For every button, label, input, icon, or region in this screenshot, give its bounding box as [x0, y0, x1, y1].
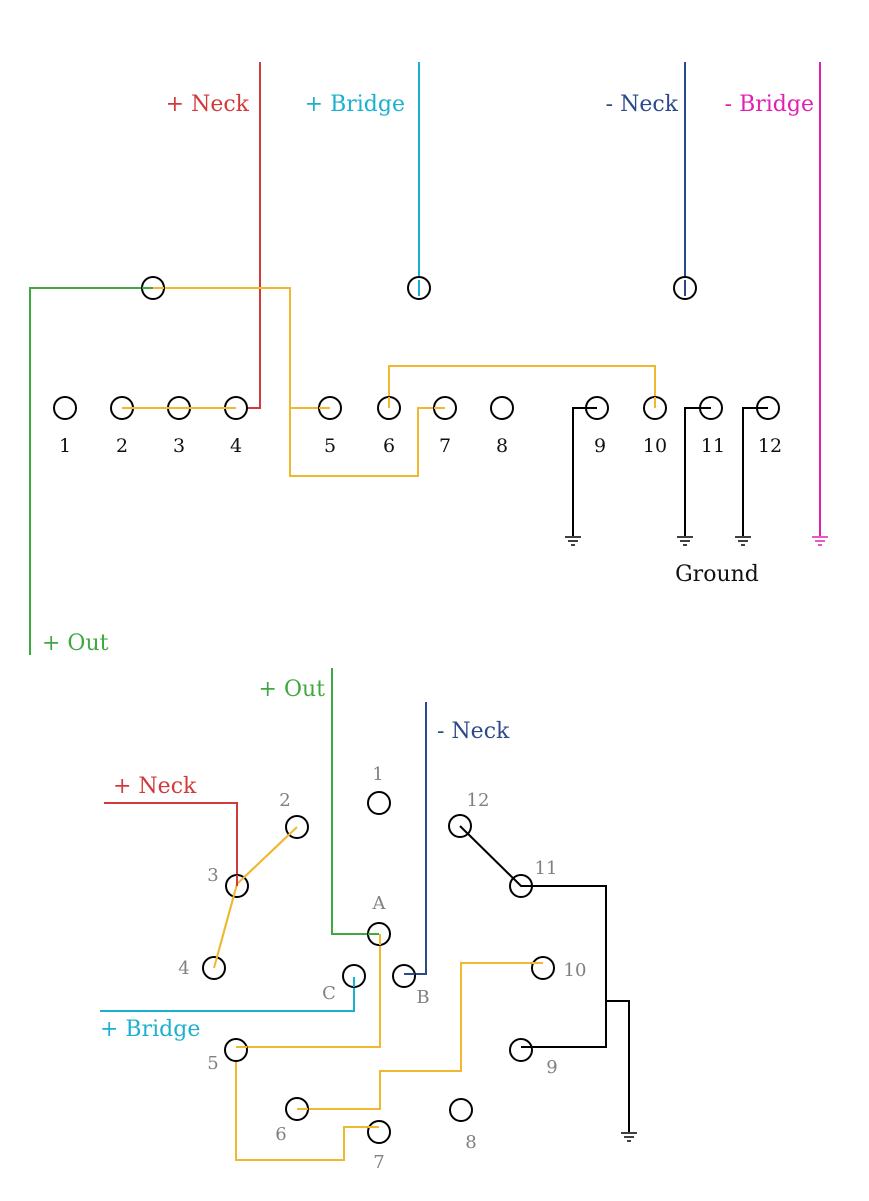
- lug-number: 7: [439, 435, 451, 457]
- lug-8: [490, 396, 514, 420]
- lug-1: [367, 791, 391, 815]
- center-label-B: B: [416, 987, 429, 1008]
- lug-8: [449, 1098, 473, 1122]
- ground-symbol-icon: [677, 536, 693, 546]
- lug-number: 6: [383, 435, 395, 457]
- lug-10: [531, 956, 555, 980]
- label-out-positive: + Out: [42, 631, 109, 656]
- lug-B: [392, 964, 416, 988]
- label-out-positive: + Out: [259, 677, 326, 702]
- jumper-6-10: [297, 962, 543, 1110]
- lug-number: 9: [594, 435, 606, 457]
- wire-out-positive: [29, 287, 153, 655]
- lug-1: [53, 396, 77, 420]
- wire-neck-positive: [104, 802, 238, 884]
- wire-neck-negative: [404, 702, 427, 975]
- lug-number: 12: [467, 790, 490, 811]
- lug-number: 4: [230, 435, 242, 457]
- lug-number: 12: [758, 435, 782, 457]
- lug-number: 11: [701, 435, 725, 457]
- label-bridge-negative: - Bridge: [725, 92, 814, 117]
- ground-lead-9: [572, 407, 597, 536]
- label-neck-positive: + Neck: [166, 92, 250, 117]
- ground-lead-12-11: [459, 825, 522, 887]
- lug-number: 3: [207, 865, 218, 886]
- lug-number: 10: [643, 435, 667, 457]
- wire-out-positive: [331, 668, 379, 935]
- lug-number: 8: [465, 1132, 476, 1153]
- label-neck-positive: + Neck: [113, 774, 197, 799]
- lug-number: 6: [275, 1124, 286, 1145]
- lug-5: [224, 1038, 248, 1062]
- lug-9: [509, 1038, 533, 1062]
- ground-bus: [521, 885, 630, 1132]
- label-bridge-positive: + Bridge: [100, 1017, 200, 1042]
- wire-bridge-positive: [100, 977, 355, 1012]
- lug-number: 1: [59, 435, 71, 457]
- ground-lead-11: [684, 407, 711, 536]
- jumper-overlay: [213, 826, 298, 969]
- lug-number: 3: [173, 435, 185, 457]
- bottom-switch-diagram: 1 2 3 4 5 6 7 8 9 10 11 12 A B C + Out -…: [100, 668, 637, 1173]
- label-ground: Ground: [675, 562, 759, 587]
- lug-number: 1: [372, 764, 383, 785]
- jumper-A-5-7: [235, 934, 381, 1161]
- ground-symbol-icon: [565, 536, 581, 546]
- ground-symbol-icon: [812, 536, 828, 546]
- jumper-2-3-4: [213, 826, 298, 969]
- jumper-6-10: [388, 365, 656, 408]
- lug-number: 7: [373, 1152, 384, 1173]
- lug-number: 8: [496, 435, 508, 457]
- ground-symbol-icon: [621, 1132, 637, 1142]
- top-switch-diagram: 1 2 3 4 5 6 7 8 9 10 11 12 + Neck + Brid…: [29, 62, 828, 656]
- ground-lead-ends: [459, 825, 532, 1048]
- center-label-A: A: [372, 893, 387, 914]
- jumper-top-to-5-7: [153, 287, 445, 477]
- center-label-C: C: [322, 983, 336, 1004]
- lug-number: 11: [535, 858, 558, 879]
- label-neck-negative: - Neck: [606, 92, 679, 117]
- lug-number: 5: [324, 435, 336, 457]
- lug-number: 9: [546, 1057, 557, 1078]
- lug-7: [367, 1120, 391, 1144]
- ground-lead-12: [742, 407, 768, 536]
- jumper-ends: [236, 934, 543, 1128]
- jumper-overlay: [122, 287, 236, 409]
- lug-number: 5: [207, 1053, 218, 1074]
- lug-number: 10: [564, 960, 587, 981]
- label-neck-negative: - Neck: [437, 719, 510, 744]
- ground-symbol-icon: [735, 536, 751, 546]
- label-bridge-positive: + Bridge: [305, 92, 405, 117]
- lug-number: 4: [178, 958, 189, 979]
- lug-number: 2: [116, 435, 128, 457]
- lug-number: 2: [279, 790, 290, 811]
- jumper-ends: [319, 397, 656, 409]
